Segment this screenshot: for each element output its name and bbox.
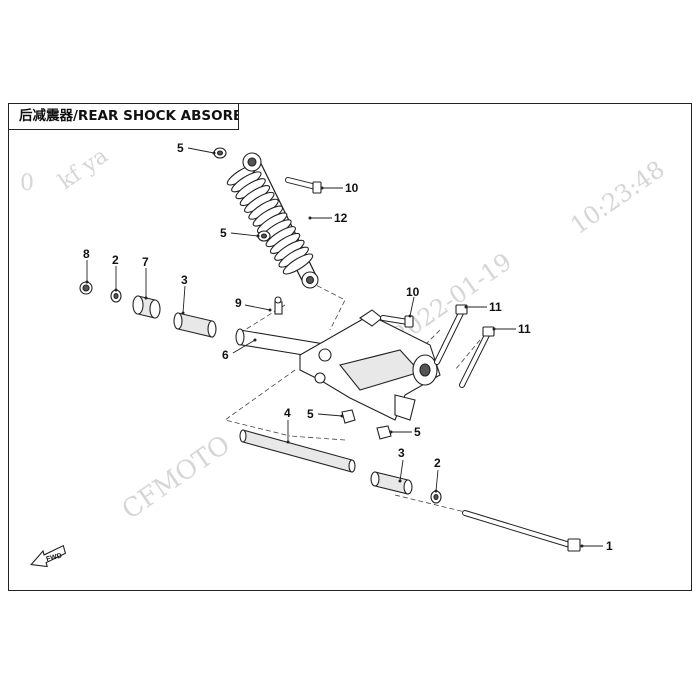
callout-9: 9: [235, 296, 272, 312]
svg-text:1: 1: [606, 539, 613, 553]
diagram-title: 后减震器/REAR SHOCK ABSORBER: [8, 103, 239, 130]
callout-7: 7: [142, 255, 149, 300]
callout-labels: 1 2 2 3 3 4 5 5 5 5 6 7 8 9 10 10 11 11 …: [83, 141, 613, 553]
callout-6: 6: [222, 338, 257, 362]
diagram-frame: [8, 103, 692, 591]
callout-12: 12: [308, 211, 348, 225]
grease-fitting: [274, 296, 283, 315]
watermark-fragment: 0: [20, 171, 34, 196]
svg-text:6: 6: [222, 348, 229, 362]
svg-text:3: 3: [398, 446, 405, 460]
callout-4: 4: [284, 406, 291, 444]
callout-1: 1: [580, 539, 613, 553]
svg-text:10: 10: [406, 285, 420, 299]
watermark-user: kf ya: [54, 143, 113, 194]
watermark-brand: CFMOTO: [117, 430, 236, 526]
callout-11-b: 11: [492, 322, 531, 336]
lower-shaft-parts: [239, 429, 442, 504]
nuts-lower: [341, 409, 392, 440]
callout-5-top: 5: [177, 141, 216, 155]
callout-11-a: 11: [464, 300, 502, 314]
pivot-bolt: [462, 510, 581, 552]
svg-text:3: 3: [181, 273, 188, 287]
svg-text:9: 9: [235, 296, 242, 310]
svg-text:5: 5: [307, 407, 314, 421]
svg-text:2: 2: [434, 456, 441, 470]
fwd-label: FWD: [46, 552, 63, 563]
fwd-arrow-icon: FWD: [30, 544, 67, 568]
bolt-middle: [380, 315, 414, 328]
callout-2-right: 2: [434, 456, 441, 493]
svg-text:11: 11: [518, 322, 531, 336]
svg-text:8: 8: [83, 247, 90, 261]
svg-text:2: 2: [112, 253, 119, 267]
svg-text:7: 7: [142, 255, 149, 269]
spring-coil: [282, 253, 314, 275]
rear-shock-absorber: [226, 152, 319, 289]
callout-5-nut-a: 5: [307, 407, 344, 421]
callout-5-shock: 5: [220, 226, 260, 240]
callout-2-left: 2: [112, 253, 119, 292]
svg-text:10: 10: [345, 181, 359, 195]
callout-8: 8: [83, 247, 90, 284]
washer-top: [213, 147, 227, 159]
shock-spring-coils: [226, 164, 314, 275]
svg-text:12: 12: [334, 211, 348, 225]
left-bearing-stack: [79, 281, 217, 338]
washer-lower-shock: [257, 230, 271, 242]
callout-10-middle: 10: [406, 285, 420, 318]
bolt-upper: [285, 177, 322, 194]
bolts-long: [434, 304, 495, 388]
watermark-time: 10:23:48: [565, 155, 669, 240]
callout-10-top: 10: [320, 181, 359, 195]
svg-text:5: 5: [177, 141, 184, 155]
callout-5-nut-b: 5: [389, 425, 421, 439]
callout-3-right: 3: [398, 446, 405, 483]
svg-text:11: 11: [489, 300, 502, 314]
svg-text:5: 5: [220, 226, 227, 240]
svg-text:4: 4: [284, 406, 291, 420]
svg-text:5: 5: [414, 425, 421, 439]
swing-arm-frame: [235, 309, 441, 421]
callout-3-left: 3: [181, 273, 188, 315]
